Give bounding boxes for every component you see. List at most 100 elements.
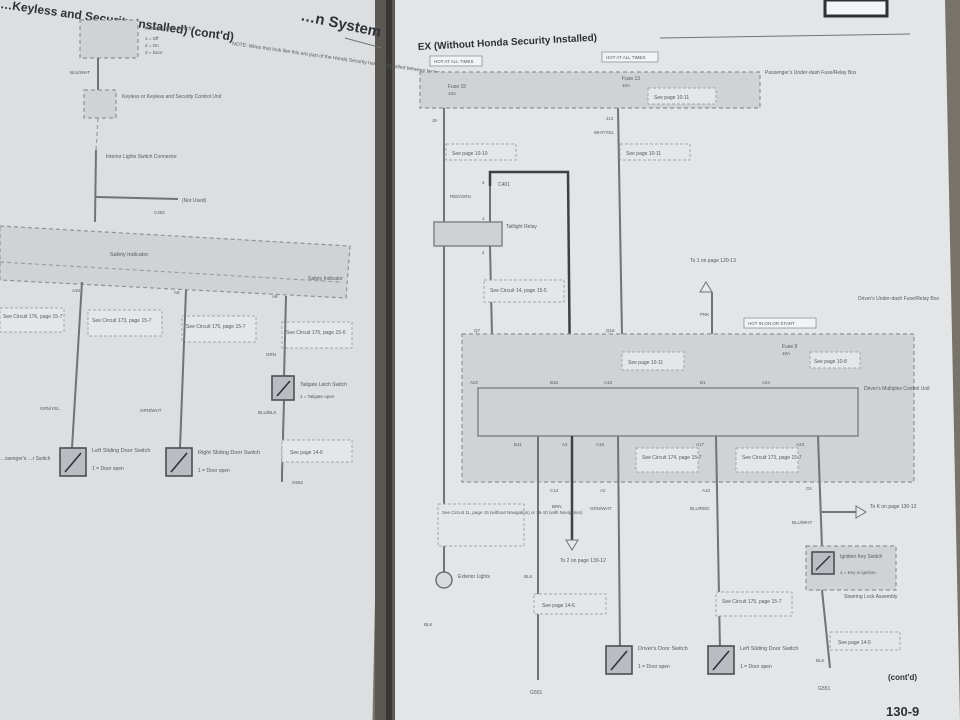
pin-q16: Q16 xyxy=(606,328,615,333)
to-2-on-page: To 2 on page 130-12 xyxy=(560,558,606,564)
wire-blk-label-2: BLK xyxy=(524,574,533,579)
wire-left-sliding xyxy=(71,281,83,449)
ref-circuit-11: See Circuit 11, page 15 (without Navigat… xyxy=(442,510,583,515)
ref-page-10-8: See page 10-8 xyxy=(814,359,847,365)
wire-unit-to-connector xyxy=(95,117,99,151)
left-sliding-switch-lever xyxy=(64,452,82,473)
wire-pnk-label: PNK xyxy=(700,312,709,317)
ref-page-14-6: See page 14-6 xyxy=(542,603,575,609)
left-sliding-door-note: 1 = Door open xyxy=(740,664,772,670)
fuse-15-amp: 10A xyxy=(448,91,456,96)
left-ref-box-3 xyxy=(181,315,257,343)
right-diagram: EX (Without Honda Security Installed) HO… xyxy=(418,33,940,719)
interior-lights-connector-label: Interior Lights Switch Connector xyxy=(106,154,177,160)
wire-brn-label: BRN xyxy=(552,504,562,509)
wire-blk-label-1: BLK xyxy=(424,622,433,627)
ref-page-14-5: See page 14-5 xyxy=(838,640,871,646)
ref-page-14-5-box xyxy=(829,631,901,651)
hot-in-run-text: HOT IN ON OR START xyxy=(748,321,795,326)
ref-page-10-10-box xyxy=(445,143,517,161)
steering-lock-label: Steering Lock Assembly xyxy=(844,594,898,600)
hot-tag-1-text: HOT AT ALL TIMES xyxy=(434,59,474,64)
left-control-unit-band xyxy=(0,225,351,299)
pin-a9-left: A9 xyxy=(272,294,278,299)
wire-blu-wht-label: BLU/WHT xyxy=(792,520,813,525)
connector-c402-label: C402 xyxy=(154,210,165,215)
wire-blu-red-label: BLU/RED xyxy=(690,506,710,511)
drivers-door-switch-lever xyxy=(610,650,628,671)
left-ref-text-3: See Circuit 175, page 15-7 xyxy=(186,324,246,330)
pin-a10: A10 xyxy=(702,488,711,493)
left-sliding-note: 1 = Door open xyxy=(92,466,124,472)
left-ref-text-4: See Circuit 176, page 15-6 xyxy=(286,330,346,336)
tab-marker xyxy=(823,0,889,18)
exterior-lights-symbol xyxy=(435,571,453,589)
fuse-9-label: Fuse 9 xyxy=(782,344,798,350)
right-sliding-note: 1 = Door open xyxy=(198,468,230,474)
pin-2: 2 xyxy=(482,250,485,255)
wire-c6-ignition xyxy=(817,435,823,549)
interior-lights-mode-3: 3 = Door xyxy=(145,50,163,55)
ignition-note: 1 = Key in ignition xyxy=(840,570,876,575)
wire-blu-blk-label: BLU/BLK xyxy=(258,410,277,415)
wire-blk-wht-label: BLK/WHT xyxy=(70,70,90,75)
header-rule xyxy=(344,37,383,49)
passenger-switch-label: …ssenger's …r Switch xyxy=(0,456,51,462)
ref-circuit-173-box xyxy=(735,447,799,473)
multiplex-unit-label: Driver's Multiplex Control Unit xyxy=(864,386,930,392)
passenger-fuse-box-label: Passenger's Under-dash Fuse/Relay Box xyxy=(765,70,857,76)
ref-page-14-6-box xyxy=(533,593,607,615)
fuse-9-amp: 10A xyxy=(782,351,790,356)
ref-circuit-175-box xyxy=(715,591,793,617)
left-sliding-switch-label: Left Sliding Door Switch xyxy=(92,448,150,454)
hot-in-run-tag xyxy=(743,317,817,329)
band-inner-dash xyxy=(0,261,341,283)
ground-g501: G501 xyxy=(530,690,542,696)
fuse-13-label: Fuse 13 xyxy=(622,76,640,82)
pin-b11: B11 xyxy=(514,442,522,447)
ref-page-10-10: See page 10-10 xyxy=(452,151,488,157)
left-see-page-14-6: See page 14-6 xyxy=(290,450,323,456)
drivers-door-note: 1 = Door open xyxy=(638,664,670,670)
pin-a13: A13 xyxy=(604,380,613,385)
pin-a18: A18 xyxy=(596,442,605,447)
pin-j9: J9 xyxy=(432,118,437,123)
left-page xyxy=(0,0,388,720)
wire-connector-down xyxy=(94,149,97,223)
wire-grn-wht-label-r: GRN/WHT xyxy=(590,506,612,511)
left-ref-box-4 xyxy=(281,321,353,349)
ref-page-10-11: See page 10-11 xyxy=(654,95,689,101)
left-sliding-door-switch-lever xyxy=(712,650,730,671)
tailgate-switch-lever xyxy=(276,380,291,397)
keyless-unit-box xyxy=(83,89,117,119)
to-k-on-page: To K on page 130-12 xyxy=(870,504,917,510)
fuse-13-amp: 10A xyxy=(622,83,630,88)
left-ref-box-1 xyxy=(0,307,65,333)
pin-c6: C6 xyxy=(806,486,812,491)
taillight-relay-label: Taillight Relay xyxy=(506,224,537,230)
wire-blk-label-3: BLK xyxy=(816,658,825,663)
ref-page-10-11c: See page 10-11 xyxy=(628,360,663,366)
ref-circuit-173: See Circuit 173, page 15-7 xyxy=(742,455,802,461)
ref-page-10-11b: See page 10-11 xyxy=(626,151,661,157)
pin-a8-left: A8 xyxy=(174,290,180,295)
gutter-line xyxy=(386,0,392,720)
not-used-label: (Not Used) xyxy=(182,198,207,204)
left-ref-text-2: See Circuit 173, page 15-7 xyxy=(92,318,152,324)
ref-circuit-174-box xyxy=(635,447,699,473)
pin-a23: A23 xyxy=(796,442,805,447)
arrow-right-k xyxy=(855,505,867,519)
left-ref-box-2 xyxy=(87,309,163,337)
connector-c401: C401 xyxy=(498,182,510,188)
ignition-switch-label: Ignition Key Switch xyxy=(840,554,882,560)
interior-lights-mode-1: 1 = Off xyxy=(145,36,159,41)
wire-tailgate xyxy=(283,295,287,379)
ref-circuit-11-box xyxy=(437,503,525,547)
ref-circuit-14-box xyxy=(483,279,565,303)
wire-red-grn-label: RED/GRN xyxy=(450,194,471,199)
ref-page-10-11c-box xyxy=(621,351,685,371)
arrow-up-120-13 xyxy=(699,281,713,293)
ref-page-10-8-box xyxy=(809,351,861,369)
